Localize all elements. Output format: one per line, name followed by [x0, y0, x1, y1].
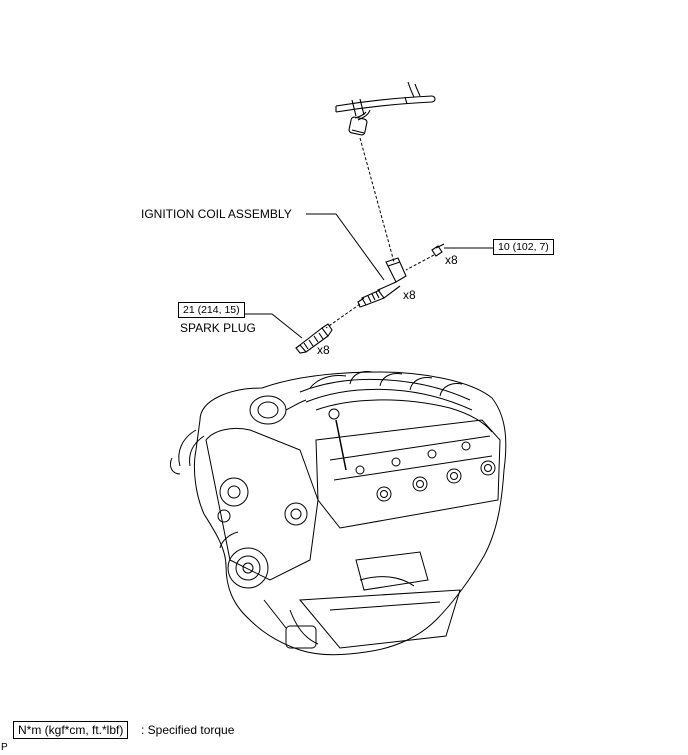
wire-harness: [335, 81, 436, 136]
ignition-coil-label: IGNITION COIL ASSEMBLY: [141, 207, 292, 221]
spark-plug-torque-box: 21 (214, 15): [178, 302, 245, 318]
bolt-torque-box: 10 (102, 7): [493, 239, 554, 255]
spark-plug-drawing: [295, 323, 333, 354]
bolt-drawing: [431, 243, 445, 257]
legend-unit-box: N*m (kgf*cm, ft.*lbf): [13, 721, 129, 739]
bolt-alignment-line: [405, 254, 435, 271]
spark-plug-quantity: x8: [317, 343, 330, 357]
footer-mark: P: [1, 742, 8, 753]
ignition-coil-leader: [306, 213, 385, 281]
plug-alignment-line: [325, 303, 361, 329]
ignition-coil-drawing: [357, 257, 407, 308]
spark-plug-torque-leader: [243, 313, 303, 339]
engine-drawing: [169, 371, 507, 656]
connector-alignment-line: [359, 137, 395, 263]
coil-quantity: x8: [403, 288, 416, 302]
spark-plug-label: SPARK PLUG: [180, 321, 256, 335]
legend-description: : Specified torque: [141, 723, 235, 737]
bolt-quantity: x8: [445, 253, 458, 267]
